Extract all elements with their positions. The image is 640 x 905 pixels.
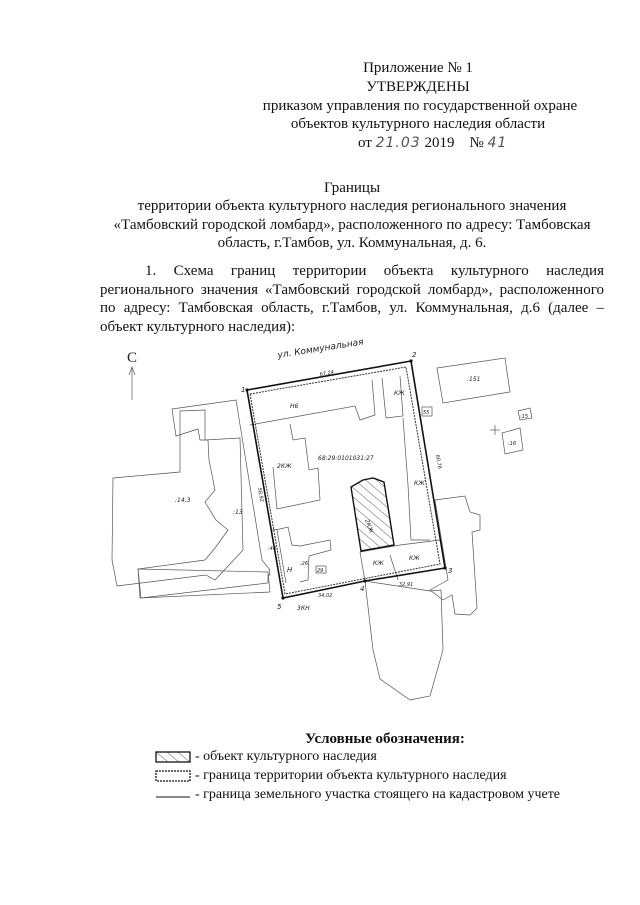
label-kzh: КЖ	[394, 390, 405, 397]
paragraph-1: 1. Схема границ территории объекта культ…	[100, 262, 604, 337]
label-h: Н	[287, 566, 293, 574]
point-label: 5	[277, 603, 282, 611]
label-15: :15	[520, 414, 528, 420]
order-line-2: объектов культурного наследия области	[290, 116, 546, 132]
neighbor-building-east	[429, 495, 481, 616]
neighbor-building-13	[137, 399, 271, 599]
neighbor-building-15	[517, 407, 533, 421]
title-line-2: территории объекта культурного наследия …	[137, 198, 567, 214]
label-n6: Н6	[290, 403, 299, 410]
order-date-line: от 21.03 2019 № 41	[358, 134, 507, 152]
cultural-heritage-object	[350, 477, 395, 552]
number-prefix: №	[469, 135, 484, 151]
point-label: 4	[360, 585, 364, 593]
year: 2019	[424, 135, 455, 151]
label-kzh: КЖ	[409, 555, 420, 562]
dimension-label: 34,02	[318, 593, 332, 599]
building-h	[271, 526, 332, 583]
label-3kn: 3КН	[297, 605, 310, 612]
neighbor-building-south	[137, 568, 271, 599]
cadastral-number: 68:29:0101031:27	[318, 455, 374, 462]
legend-item: - граница земельного участка стоящего на…	[195, 787, 561, 802]
boundary-point	[281, 596, 285, 600]
paragraph-line: регионального значения «Тамбовский город…	[100, 281, 604, 298]
approved-heading: УТВЕРЖДЕНЫ	[366, 79, 470, 95]
legend-item: - граница территории объекта культурного…	[195, 768, 507, 783]
point-label: 2	[412, 351, 417, 359]
label-16: :16	[508, 441, 516, 447]
label-48: :48	[268, 546, 276, 552]
street-label: ул. Коммунальная	[276, 337, 365, 361]
dimension-label: 60,76	[434, 454, 442, 469]
north-label: С	[127, 350, 137, 366]
neighbor-building-151	[436, 357, 511, 404]
building-n6	[249, 379, 376, 426]
neighbor-building-south-east	[364, 580, 444, 701]
label-55: 55	[423, 410, 429, 416]
building-29	[315, 565, 327, 574]
neighbor-building-16	[501, 427, 524, 455]
building-divider	[359, 551, 366, 582]
label-151: :151	[467, 376, 480, 383]
label-heritage-object: 2КЖ	[363, 518, 375, 535]
point-label: 3	[448, 567, 452, 575]
legend-heritage-object-icon	[155, 751, 191, 763]
boundary-point	[363, 579, 367, 583]
building-kzh-south	[359, 539, 441, 553]
legend-item: - объект культурного наследия	[195, 749, 377, 764]
document-title: Границы	[323, 180, 381, 196]
handwritten-number: 41	[487, 135, 508, 151]
building-kzh-ne	[381, 375, 404, 419]
label-2kzh: 2КЖ	[277, 463, 292, 470]
building-h-line	[276, 529, 287, 584]
appendix-number: Приложение № 1	[363, 60, 473, 76]
north-arrow-head-icon	[128, 366, 136, 376]
building-kzh-east	[402, 417, 430, 541]
title-line-3: «Тамбовский городской ломбард», располож…	[113, 217, 591, 233]
date-prefix: от	[358, 135, 372, 151]
dimension-label: 32,91	[399, 582, 413, 588]
order-line-1: приказом управления по государственной о…	[262, 98, 578, 114]
point-label: 1	[241, 386, 245, 394]
neighbor-building-143	[111, 409, 244, 587]
paragraph-line: 1. Схема границ территории объекта культ…	[145, 263, 604, 279]
building-55	[421, 406, 433, 417]
label-kzh: КЖ	[373, 560, 384, 567]
label-29: 29	[317, 568, 323, 574]
dimension-label: 58,92	[256, 487, 264, 502]
boundary-point	[443, 566, 447, 570]
boundary-point	[409, 359, 413, 363]
dimension-label: 67,24	[319, 370, 334, 378]
label-13: :13	[233, 509, 243, 516]
paragraph-line: объект культурного наследия):	[100, 319, 296, 336]
cultural-heritage-territory-boundary	[249, 366, 441, 595]
legend-title: Условные обозначения:	[305, 731, 465, 747]
title-line-4: область, г.Тамбов, ул. Коммунальная, д. …	[217, 235, 487, 251]
handwritten-date: 21.03	[375, 135, 421, 151]
boundary-point	[245, 388, 249, 392]
paragraph-line: по адресу: Тамбовская область, г.Тамбов,…	[100, 300, 604, 317]
legend-territory-boundary-icon	[155, 770, 191, 782]
building-2kzh	[272, 423, 321, 510]
label-26: :26	[300, 561, 308, 567]
cadastral-parcel-boundary	[246, 360, 446, 599]
label-kzh: КЖ	[414, 480, 425, 487]
label-14-3: :14,3	[175, 497, 191, 504]
